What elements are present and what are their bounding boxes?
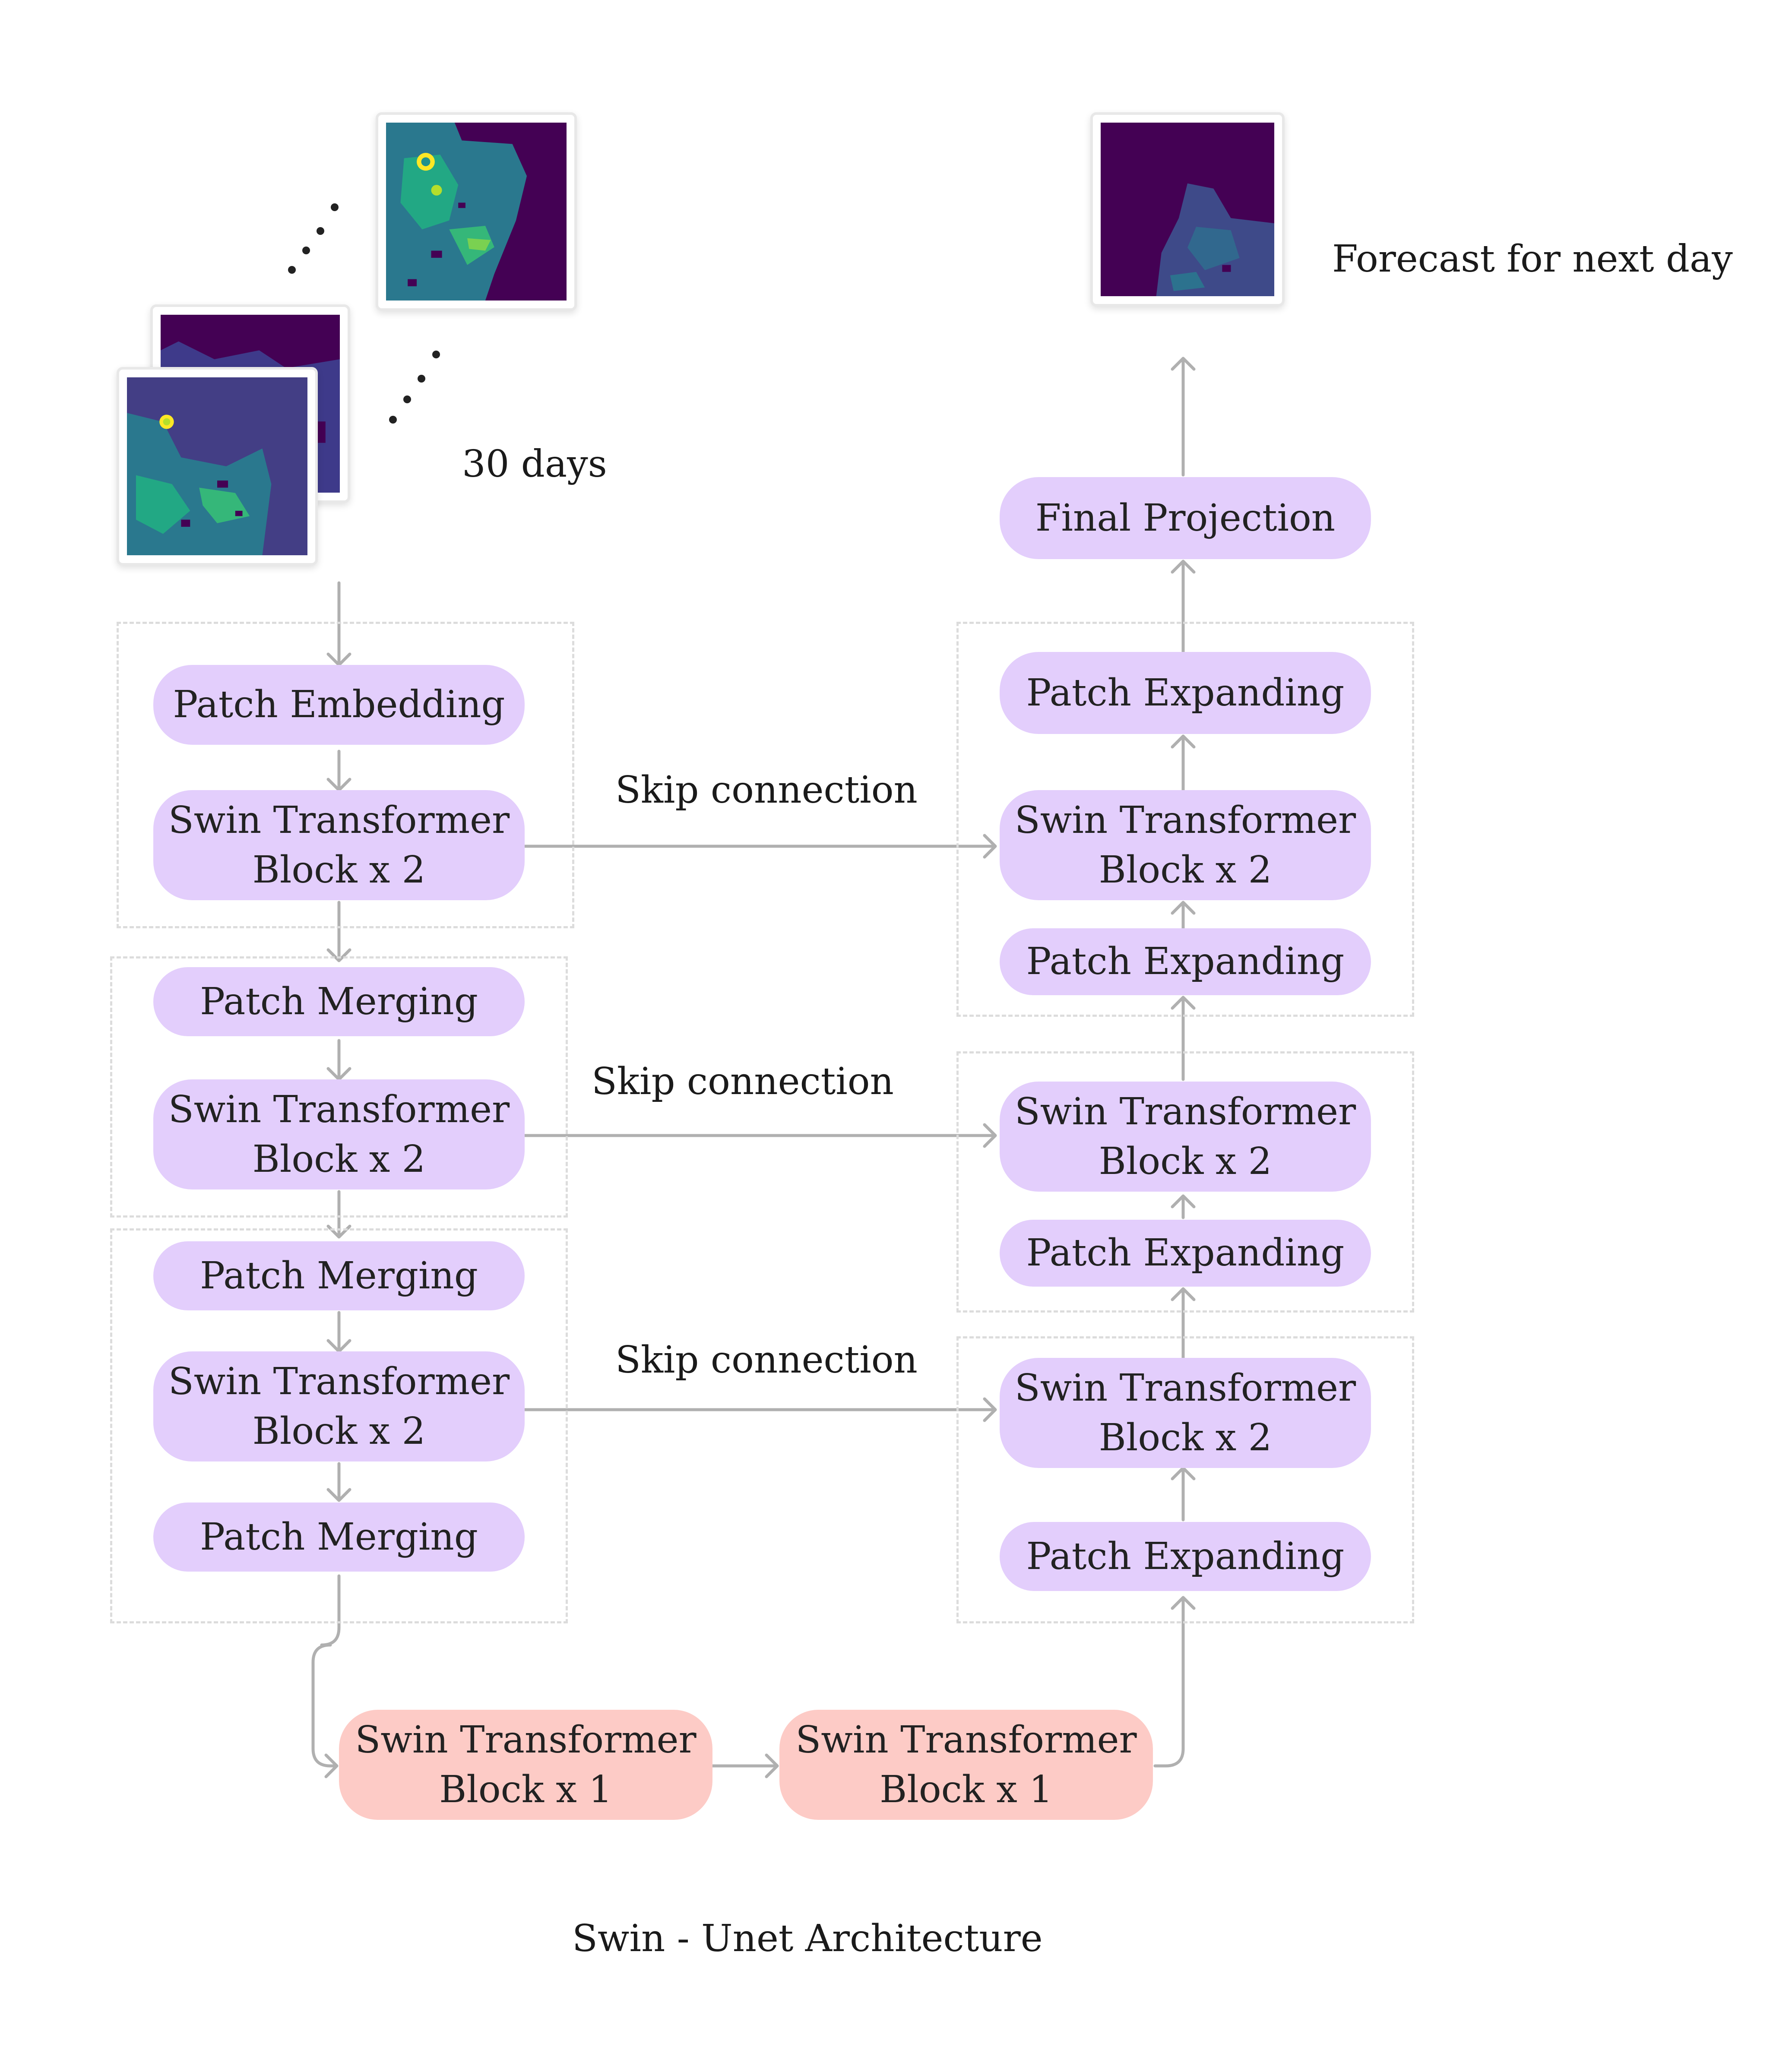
ellipsis-dot (317, 227, 324, 235)
decoder-group-2 (956, 1051, 1414, 1313)
bottleneck-block-a: Swin Transformer Block x 1 (339, 1710, 712, 1820)
decoder-swin-block-3: Swin Transformer Block x 2 (1000, 1358, 1371, 1468)
ellipsis-dot (418, 375, 425, 383)
ellipsis-dot (432, 351, 440, 358)
encoder-swin-block-3: Swin Transformer Block x 2 (153, 1351, 525, 1461)
arrow-swin3-to-expanding2 (1171, 1287, 1196, 1362)
decoder-patch-expanding-1: Patch Expanding (1000, 928, 1371, 995)
decoder-swin-block-1: Swin Transformer Block x 2 (1000, 790, 1371, 900)
arrow-swin1-to-merging1 (326, 901, 351, 962)
arrow-skip-2 (523, 1123, 997, 1148)
arrow-swin1-to-expanding-top (1171, 734, 1196, 792)
skip-connection-label-3: Skip connection (615, 1338, 918, 1382)
ellipsis-dot (389, 416, 397, 424)
arrow-expanding-top-to-projection (1171, 560, 1196, 654)
diagram-title: Swin - Unet Architecture (572, 1917, 1043, 1960)
map-image (1101, 123, 1274, 296)
skip-connection-label-2: Skip connection (592, 1060, 894, 1103)
encoder-swin-block-2: Swin Transformer Block x 2 (153, 1079, 525, 1189)
arrow-swin2-to-expanding1 (1171, 996, 1196, 1081)
arrow-expanding1-to-swin1 (1171, 901, 1196, 930)
output-map (1090, 112, 1285, 307)
arrow-expanding3-to-swin3 (1171, 1466, 1196, 1522)
ellipsis-dot (302, 247, 310, 254)
skip-connection-label-1: Skip connection (615, 769, 918, 812)
encoder-group-2 (110, 956, 568, 1218)
output-label: Forecast for next day (1332, 237, 1733, 281)
arrow-merging3-to-bottleneck (311, 1574, 341, 1778)
arrow-bottleneck-a-to-b (711, 1753, 779, 1778)
encoder-patch-embedding: Patch Embedding (153, 665, 525, 745)
encoder-swin-block-1: Swin Transformer Block x 2 (153, 790, 525, 900)
bottleneck-block-b: Swin Transformer Block x 1 (779, 1710, 1153, 1820)
decoder-swin-block-2: Swin Transformer Block x 2 (1000, 1082, 1371, 1192)
input-map-front (117, 367, 318, 566)
ellipsis-dot (288, 266, 296, 274)
ellipsis-dot (331, 203, 339, 211)
map-image (127, 377, 307, 555)
decoder-final-projection: Final Projection (1000, 477, 1371, 559)
arrow-bottleneck-to-decoder (1153, 1596, 1196, 1768)
arrow-swin3-to-merging3 (326, 1462, 351, 1502)
decoder-patch-expanding-2: Patch Expanding (1000, 1220, 1371, 1287)
encoder-patch-merging-2: Patch Merging (153, 1241, 525, 1310)
arrow-expanding2-to-swin2 (1171, 1194, 1196, 1219)
encoder-group-1 (117, 622, 574, 928)
input-map-last (376, 112, 577, 311)
encoder-patch-merging-1: Patch Merging (153, 967, 525, 1036)
decoder-group-3 (956, 1336, 1414, 1623)
arrow-projection-to-output (1171, 357, 1196, 477)
encoder-group-3 (110, 1228, 568, 1623)
arrow-skip-1 (523, 834, 997, 859)
decoder-patch-expanding-top: Patch Expanding (1000, 652, 1371, 734)
arrow-skip-3 (523, 1397, 997, 1422)
decoder-patch-expanding-3: Patch Expanding (1000, 1522, 1371, 1591)
input-label: 30 days (462, 443, 607, 486)
ellipsis-dot (403, 395, 411, 403)
decoder-group-1 (956, 622, 1414, 1017)
encoder-patch-merging-3: Patch Merging (153, 1503, 525, 1572)
map-image (386, 123, 567, 301)
